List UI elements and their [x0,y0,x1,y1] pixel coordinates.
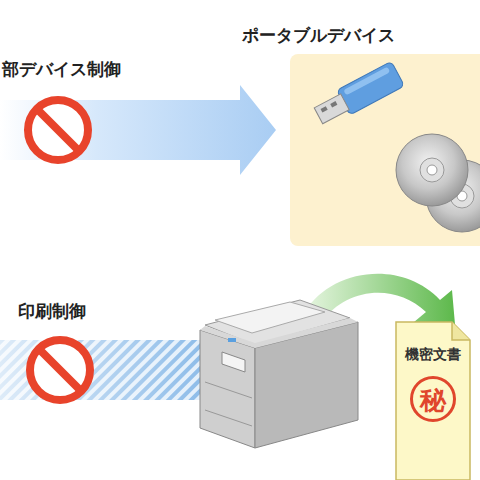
flow-arrow [0,85,276,175]
section-label: 印刷制御 [18,300,86,323]
section-label: 部デバイス制御 [2,58,121,81]
secret-stamp: 秘 [410,376,456,422]
usb-stick [312,61,405,128]
prohibition-sign [28,100,88,160]
optical-disc [396,134,468,206]
document-icon [396,322,470,480]
document-box: 機密文書秘 [396,322,470,480]
document-title: 機密文書 [396,346,470,364]
disc-hole [427,165,437,175]
prohibition-sign [30,340,90,400]
device-panel: ポータブルデバイス [240,18,480,246]
panel-heading: ポータブルデバイス [242,24,395,47]
printer-icon [200,300,358,448]
disc-hub [420,158,444,182]
blocked-flow [0,340,200,400]
